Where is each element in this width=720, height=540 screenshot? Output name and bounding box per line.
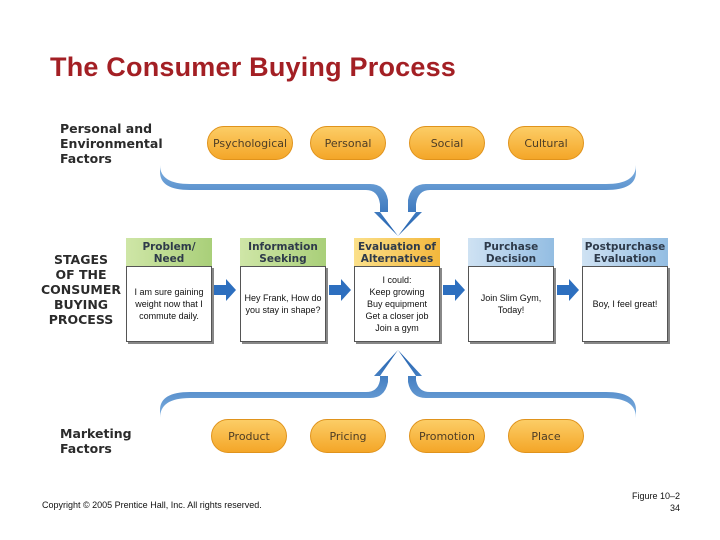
stage-box-information: Hey Frank, How do you stay in shape? — [240, 266, 326, 342]
page-number: 34 — [669, 503, 680, 513]
stage-box-postpurchase: Boy, I feel great! — [582, 266, 668, 342]
stages-heading: STAGES OF THE CONSUMER BUYING PROCESS — [40, 252, 122, 327]
figure-label: Figure 10–2 34 — [632, 490, 680, 514]
heading-line: Personal and — [60, 121, 153, 136]
stage-heading-evaluation: Evaluation of Alternatives — [357, 241, 436, 265]
stage-box-problem: I am sure gaining weight now that I comm… — [126, 266, 212, 342]
stage-arrow-3 — [443, 279, 465, 301]
stage-box-text: Boy, I feel great! — [592, 299, 658, 309]
heading-line: OF THE — [55, 267, 107, 282]
figure-number: Figure 10–2 — [631, 491, 680, 501]
stage-heading-information: Information Seeking — [248, 241, 318, 265]
heading-line: Marketing — [60, 426, 132, 441]
stage-heading-purchase: Purchase Decision — [483, 241, 539, 265]
heading-line: Factors — [60, 441, 112, 456]
stage-box-text: I could: Keep growing Buy equipment Get … — [365, 275, 429, 333]
pill-psychological: Psychological — [207, 126, 293, 160]
stage-heading-postpurchase: Postpurchase Evaluation — [584, 241, 666, 265]
top-flow-band — [160, 165, 636, 236]
pill-cultural: Cultural — [508, 126, 584, 160]
pill-promotion: Promotion — [409, 419, 485, 453]
bottom-flow-band — [160, 350, 636, 418]
stage-box-evaluation: I could: Keep growing Buy equipment Get … — [354, 266, 440, 342]
stage-box-purchase: Join Slim Gym, Today! — [468, 266, 554, 342]
heading-line: PROCESS — [48, 312, 114, 327]
stage-arrow-2 — [329, 279, 351, 301]
heading-line: Factors — [60, 151, 112, 166]
stage-arrow-4 — [557, 279, 579, 301]
pill-pricing: Pricing — [310, 419, 386, 453]
stage-arrow-1 — [214, 279, 236, 301]
heading-line: CONSUMER — [40, 282, 122, 297]
pill-product: Product — [211, 419, 287, 453]
copyright-notice: Copyright © 2005 Prentice Hall, Inc. All… — [42, 500, 262, 510]
stage-box-text: I am sure gaining weight now that I comm… — [134, 287, 204, 321]
pill-personal: Personal — [310, 126, 386, 160]
page-title: The Consumer Buying Process — [50, 52, 456, 82]
pill-social: Social — [409, 126, 485, 160]
personal-factors-heading: Personal and Environmental Factors — [60, 121, 163, 166]
stage-box-text: Join Slim Gym, Today! — [480, 293, 542, 315]
stage-box-text: Hey Frank, How do you stay in shape? — [244, 293, 322, 315]
marketing-factors-heading: Marketing Factors — [60, 426, 132, 456]
pill-place: Place — [508, 419, 584, 453]
heading-line: BUYING — [53, 297, 109, 312]
heading-line: STAGES — [53, 252, 109, 267]
heading-line: Environmental — [60, 136, 163, 151]
